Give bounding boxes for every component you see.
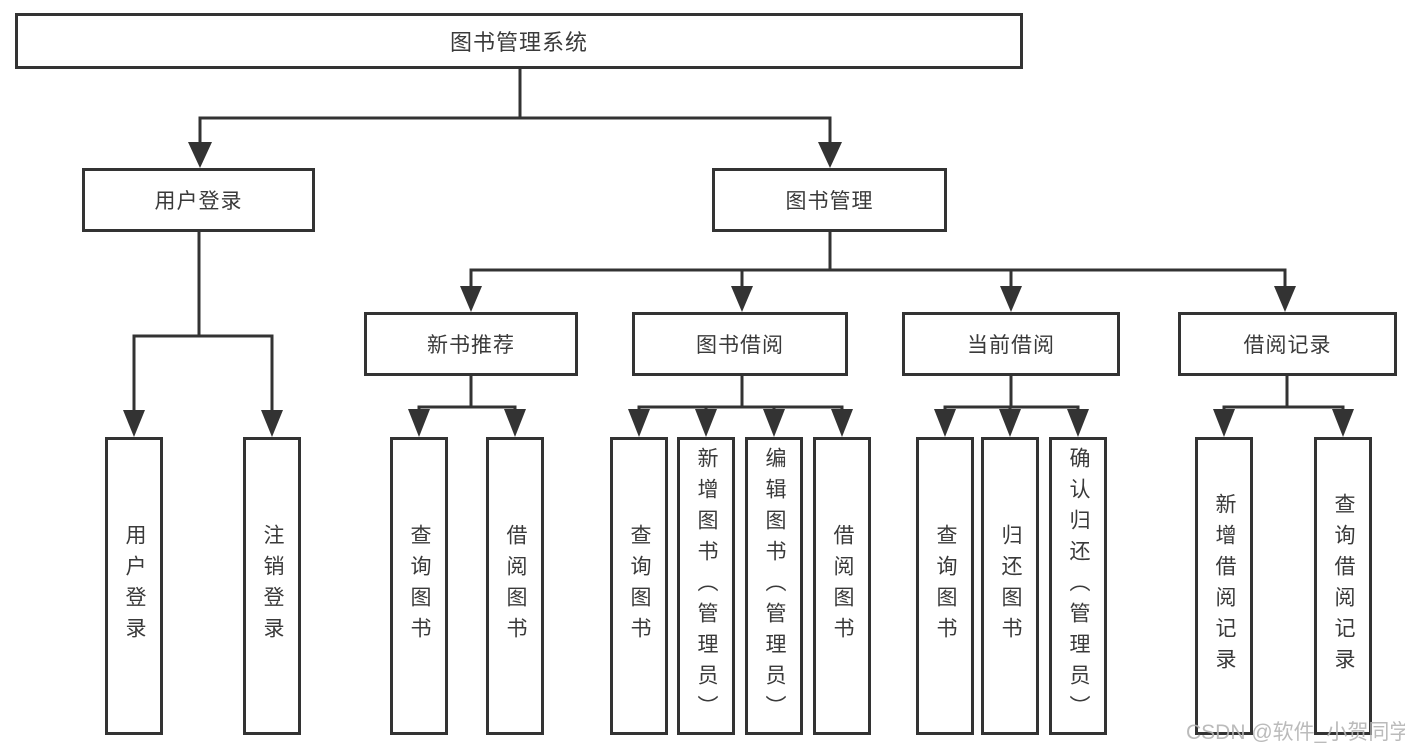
node-book-management: 图书管理 <box>712 168 947 232</box>
leaf-query-books-borrow: 查询图书 <box>610 437 668 735</box>
node-user-login: 用户登录 <box>82 168 315 232</box>
csdn-watermark: CSDN @软件_小贺同学 <box>1186 721 1405 744</box>
leaf-logout: 注销登录 <box>243 437 301 735</box>
node-borrow-records: 借阅记录 <box>1178 312 1397 376</box>
leaf-add-borrow-record: 新增借阅记录 <box>1195 437 1253 735</box>
leaf-borrow-books-recommend: 借阅图书 <box>486 437 544 735</box>
leaf-return-book: 归还图书 <box>981 437 1039 735</box>
node-current-borrow: 当前借阅 <box>902 312 1120 376</box>
leaf-user-login: 用户登录 <box>105 437 163 735</box>
node-root-system: 图书管理系统 <box>15 13 1023 69</box>
leaf-query-books-current: 查询图书 <box>916 437 974 735</box>
node-new-book-recommend: 新书推荐 <box>364 312 578 376</box>
leaf-edit-book-admin: 编辑图书（管理员） <box>745 437 803 735</box>
leaf-query-borrow-record: 查询借阅记录 <box>1314 437 1372 735</box>
node-book-borrow: 图书借阅 <box>632 312 848 376</box>
leaf-query-books-recommend: 查询图书 <box>390 437 448 735</box>
leaf-add-book-admin: 新增图书（管理员） <box>677 437 735 735</box>
leaf-confirm-return-admin: 确认归还（管理员） <box>1049 437 1107 735</box>
leaf-borrow-books: 借阅图书 <box>813 437 871 735</box>
